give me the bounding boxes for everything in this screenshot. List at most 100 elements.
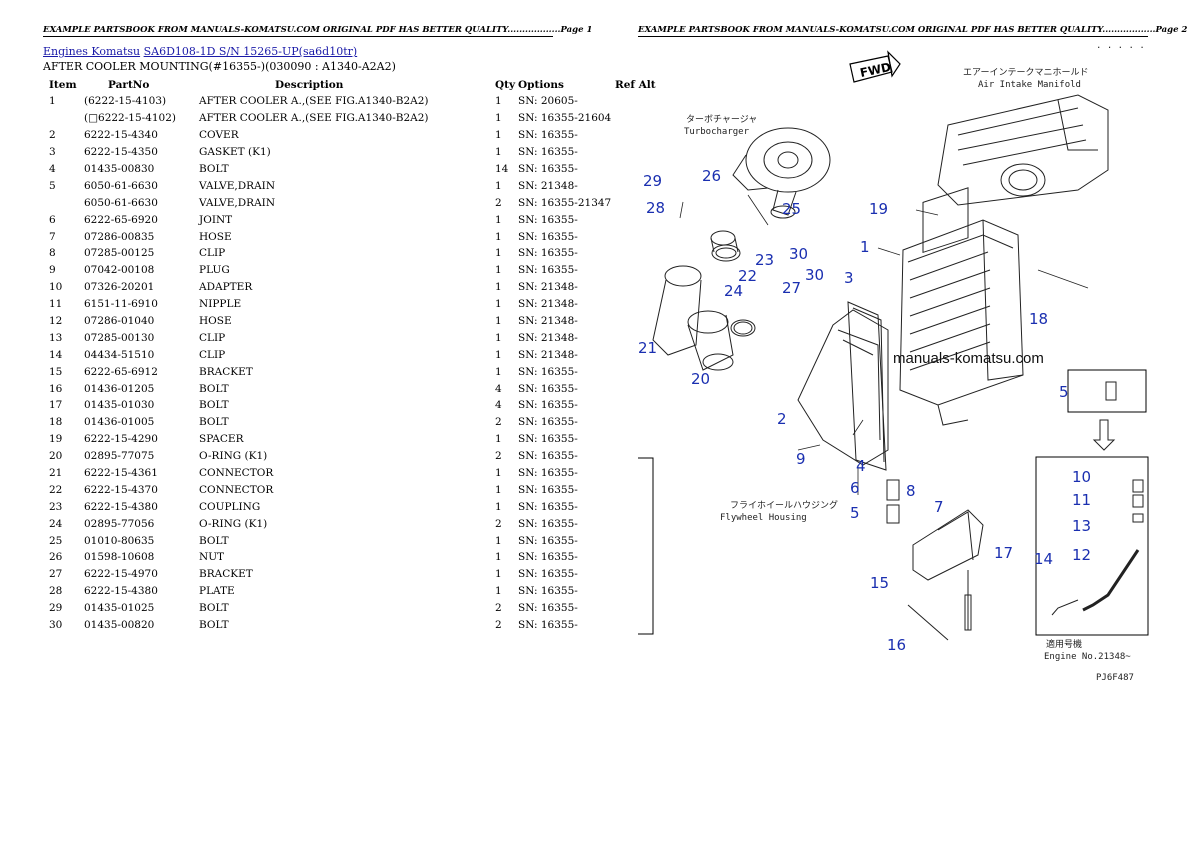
callout-15: 15: [870, 574, 889, 592]
inset-revision-box: [1035, 456, 1149, 636]
item-cell: 18: [49, 416, 63, 429]
qty-cell: 2: [495, 450, 502, 463]
qty-cell: 1: [495, 534, 502, 547]
callout-27: 27: [782, 279, 801, 297]
callout-11: 11: [1072, 491, 1091, 509]
callout-16: 16: [887, 636, 906, 654]
figure-code: PJ6F487: [1096, 673, 1134, 683]
description-cell: VALVE,DRAIN: [199, 179, 276, 192]
air-intake-jp: エアーインテークマニホールド: [963, 67, 1088, 78]
options-cell: SN: 21348-: [518, 179, 578, 192]
item-cell: 4: [49, 163, 56, 175]
qty-cell: 2: [495, 619, 502, 632]
col-qty-header: Qty: [495, 78, 516, 91]
item-cell: 22: [49, 483, 63, 496]
item-cell: 24: [49, 517, 63, 530]
callout-21: 21: [638, 339, 657, 357]
qty-cell: 1: [495, 179, 502, 192]
callout-9: 9: [796, 450, 806, 468]
partno-cell: 6222-65-6920: [84, 213, 158, 226]
partno-cell: 6222-15-4370: [84, 483, 158, 496]
watermark: manuals-komatsu.com: [893, 350, 1044, 367]
item-cell: 27: [49, 568, 63, 581]
description-cell: NIPPLE: [199, 298, 242, 311]
description-cell: VALVE,DRAIN: [199, 196, 276, 209]
item-cell: 7: [49, 230, 56, 243]
options-cell: SN: 16355-: [518, 416, 578, 429]
qty-cell: 1: [495, 95, 502, 108]
description-cell: BOLT: [199, 416, 229, 429]
callout-19: 19: [869, 200, 888, 218]
callout-23: 23: [755, 251, 774, 269]
callout-2: 2: [777, 410, 787, 428]
item-cell: 25: [49, 534, 63, 547]
options-cell: SN: 16355-: [518, 500, 578, 513]
qty-cell: 1: [495, 247, 502, 260]
description-cell: BRACKET: [199, 568, 253, 581]
turbo-label: Turbocharger: [684, 127, 750, 137]
description-cell: PLUG: [199, 264, 230, 277]
partno-cell: 6222-15-4340: [84, 129, 158, 142]
options-cell: SN: 16355-21347: [518, 196, 612, 209]
callout-22: 22: [738, 267, 757, 285]
partno-cell: 6222-15-4350: [84, 146, 158, 159]
options-cell: SN: 21348-: [518, 331, 578, 344]
partno-cell: 07286-01040: [84, 315, 155, 328]
qty-cell: 1: [495, 146, 502, 159]
fwd-arrow: FWD: [849, 50, 901, 83]
qty-cell: 2: [495, 517, 502, 530]
qty-cell: 2: [495, 602, 502, 615]
item-cell: 3: [49, 146, 56, 159]
flywheel-jp: フライホイールハウジング: [730, 499, 838, 511]
item-cell: 17: [49, 399, 63, 412]
options-cell: SN: 16355-: [518, 230, 578, 243]
description-cell: HOSE: [199, 315, 232, 328]
description-cell: CONNECTOR: [199, 467, 274, 480]
callout-28: 28: [646, 199, 665, 217]
flywheel-label: Flywheel Housing: [720, 513, 807, 523]
callout-24: 24: [724, 282, 743, 300]
description-cell: CLIP: [199, 348, 226, 361]
partno-cell: 01435-01025: [84, 602, 155, 615]
engine-no-label: Engine No.21348~: [1044, 652, 1131, 662]
qty-cell: 4: [495, 382, 502, 395]
qty-cell: 1: [495, 483, 502, 496]
applicable-jp: 適用号機: [1046, 638, 1082, 650]
cover-and-gasket: [797, 301, 889, 471]
connector-21: [652, 265, 734, 371]
item-cell: [43, 110, 84, 127]
qty-cell: 14: [495, 163, 509, 175]
options-cell: SN: 16355-: [518, 163, 578, 175]
after-cooler: [899, 187, 1024, 426]
description-cell: CLIP: [199, 247, 226, 260]
partno-cell: 02895-77075: [84, 450, 155, 463]
item-cell: 29: [49, 602, 63, 615]
callout-14: 14: [1034, 550, 1053, 568]
valve-drain-5: [886, 479, 900, 524]
options-cell: SN: 21348-: [518, 348, 578, 361]
engines-komatsu-link[interactable]: Engines Komatsu: [43, 45, 141, 58]
coupling-parts: [710, 230, 741, 262]
description-cell: BOLT: [199, 619, 229, 632]
model-link[interactable]: SA6D108-1D S/N 15265-UP(sa6d10tr): [143, 45, 358, 58]
page-header-1: EXAMPLE PARTSBOOK FROM MANUALS-KOMATSU.C…: [43, 25, 593, 37]
col-item-header: Item: [49, 78, 77, 91]
description-cell: COVER: [199, 129, 239, 142]
callout-17: 17: [994, 544, 1013, 562]
item-cell: 12: [49, 315, 63, 328]
partno-cell: 07285-00130: [84, 331, 155, 344]
callout-18: 18: [1029, 310, 1048, 328]
description-cell: AFTER COOLER A.,(SEE FIG.A1340-B2A2): [199, 112, 429, 125]
callout-6: 6: [850, 479, 860, 497]
